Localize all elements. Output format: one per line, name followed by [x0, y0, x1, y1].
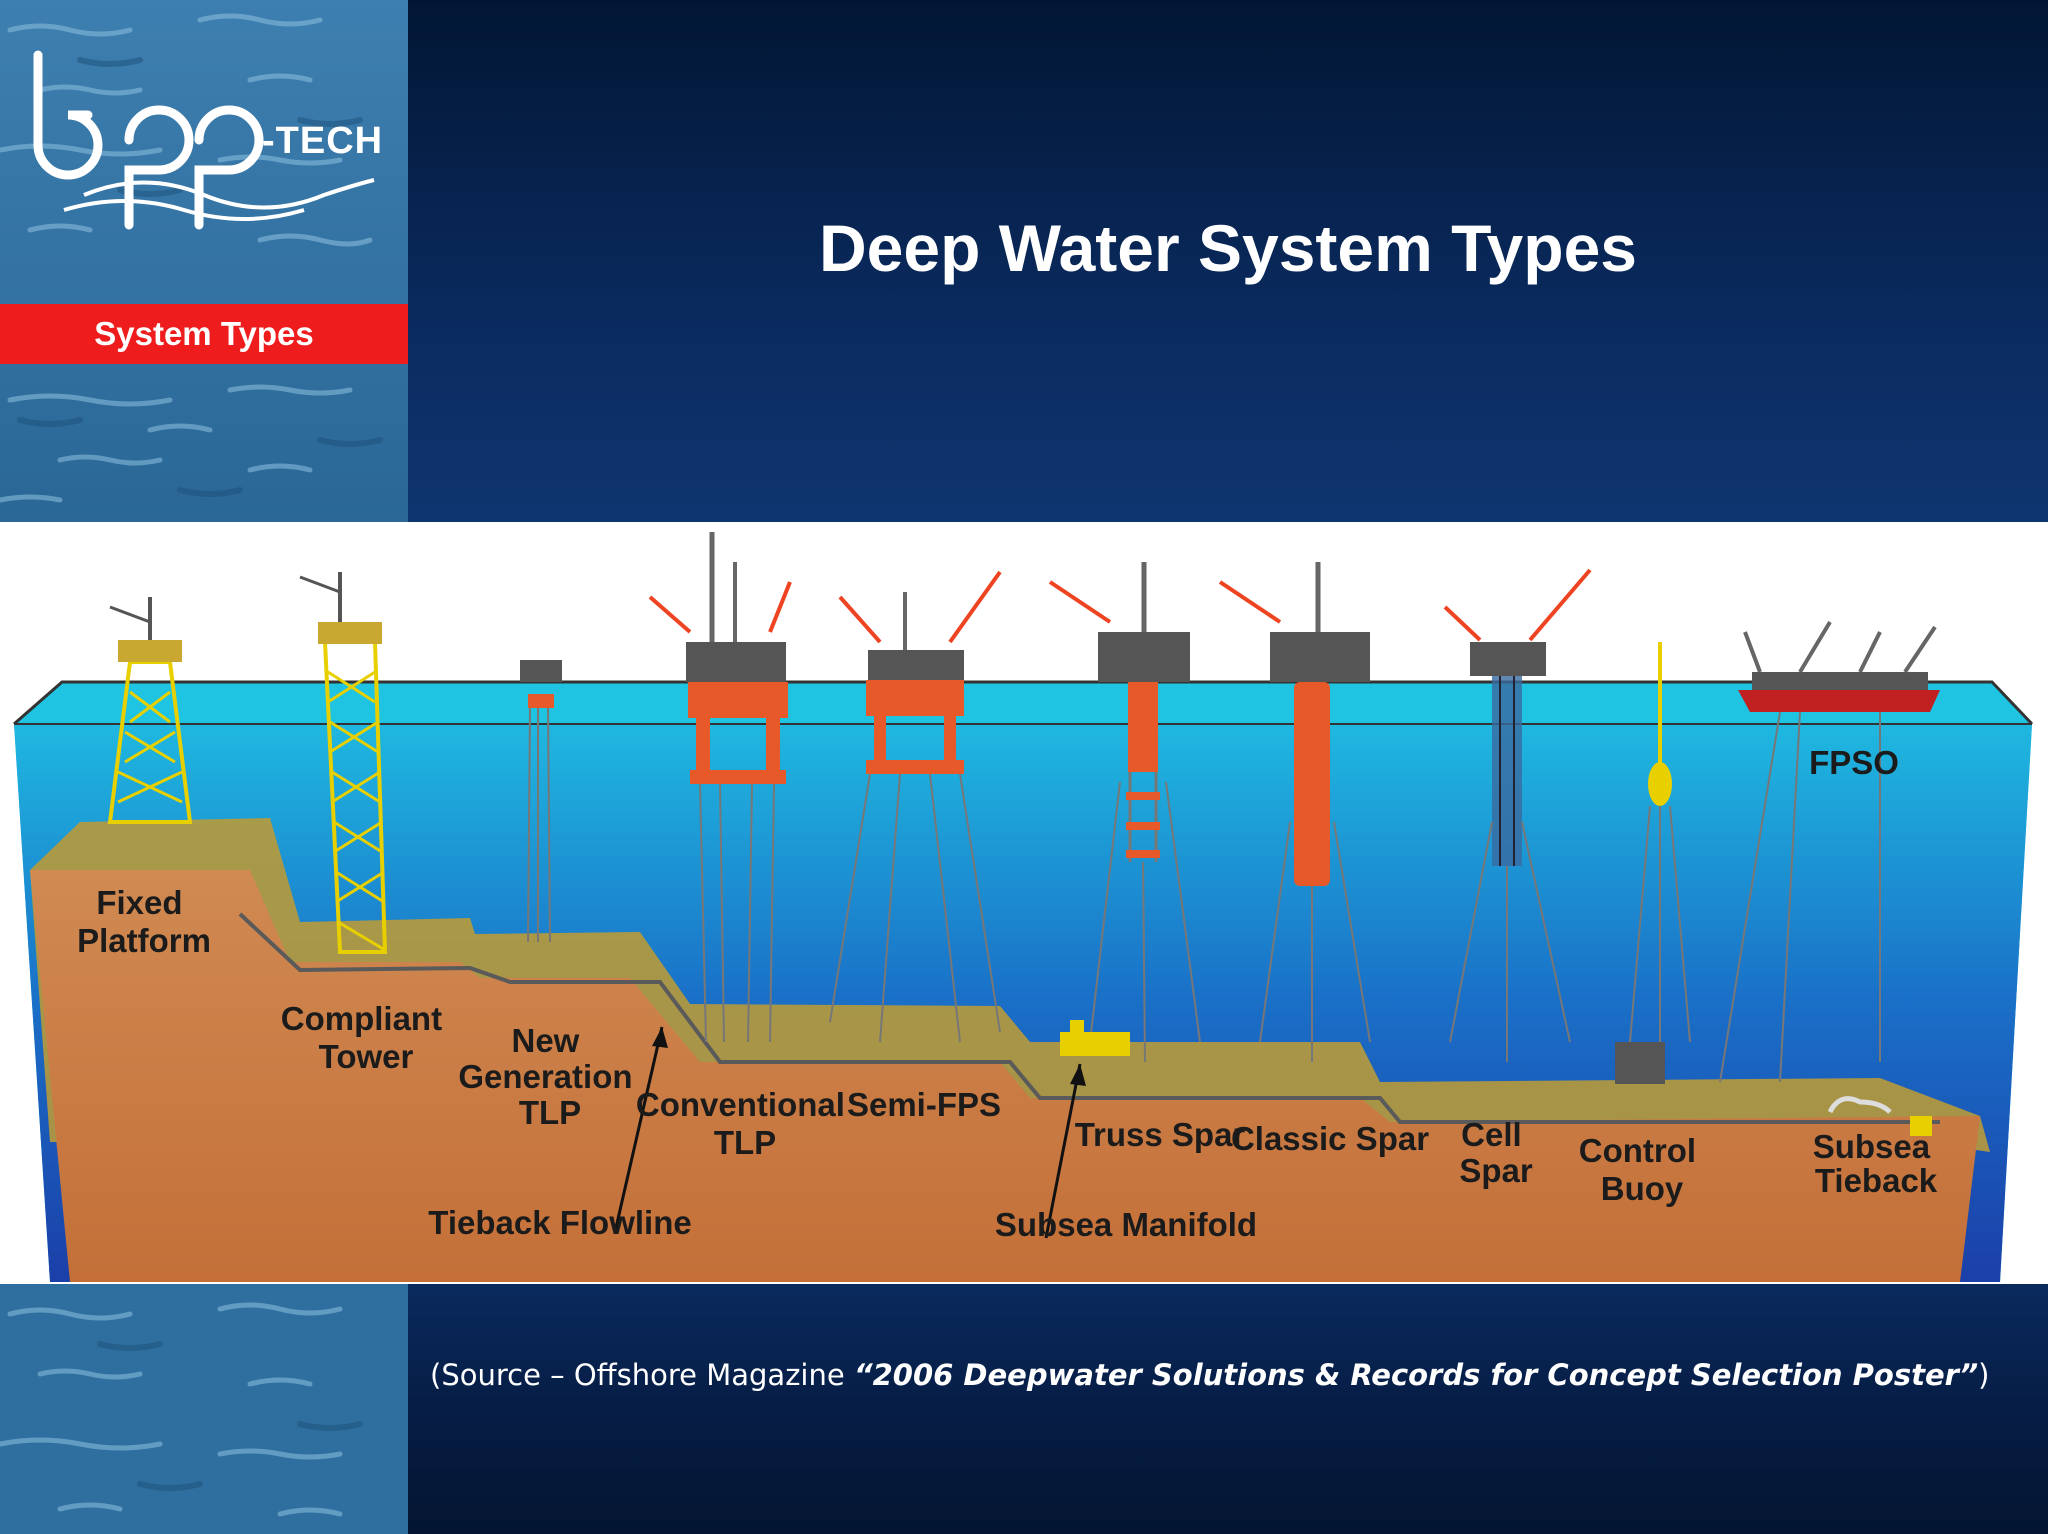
- label-control-buoy: Control Buoy: [1579, 1132, 1705, 1207]
- label-tieback-flowline: Tieback Flowline: [428, 1204, 691, 1241]
- tieback-flowline-pipe: [238, 912, 1940, 1124]
- source-suffix: ): [1978, 1358, 1990, 1392]
- label-semi-fps: Semi-FPS: [847, 1086, 1001, 1123]
- label-fpso: FPSO: [1809, 744, 1899, 781]
- compliant-tower-structure: [299, 572, 388, 954]
- subsea-tieback-equipment: [1827, 1096, 1932, 1136]
- new-generation-tlp-structure: [520, 660, 562, 943]
- source-citation: (Source – Offshore Magazine “2006 Deepwa…: [430, 1358, 1989, 1392]
- header-panel: [408, 0, 2048, 522]
- ocean-texture-top: [0, 0, 408, 522]
- semi-fps-structure: [829, 570, 1002, 1043]
- classic-spar-structure: [1218, 562, 1371, 1062]
- fixed-platform-structure: [107, 597, 193, 824]
- source-title: “2006 Deepwater Solutions & Records for …: [853, 1358, 1979, 1392]
- page-title: Deep Water System Types: [819, 211, 1637, 285]
- source-prefix: (Source – Offshore Magazine: [430, 1358, 854, 1392]
- tieback-flowline-arrow: [613, 1026, 664, 1233]
- label-fixed-platform: Fixed Platform: [77, 884, 211, 959]
- ocean-texture-bottom: [0, 1284, 408, 1534]
- fpso-vessel: [1719, 620, 1940, 1083]
- label-compliant-tower: Compliant Tower: [281, 1000, 452, 1075]
- deep-water-systems-diagram: Fixed Platform Compliant Tower New Gener…: [0, 522, 2048, 1284]
- label-subsea-manifold: Subsea Manifold: [995, 1206, 1257, 1243]
- label-classic-spar: Classic Spar: [1231, 1120, 1429, 1157]
- section-tab-system-types[interactable]: System Types: [0, 304, 408, 364]
- control-buoy-structure: [1615, 642, 1691, 1084]
- label-truss-spar: Truss Spar: [1075, 1116, 1246, 1153]
- label-conventional-tlp: Conventional TLP: [636, 1086, 854, 1161]
- conventional-tlp-structure: [648, 532, 792, 1043]
- seabed-cross-section: [30, 870, 1980, 1282]
- cell-spar-structure: [1443, 568, 1592, 1062]
- label-subsea-tieback: Subsea Tieback: [1813, 1128, 1940, 1199]
- bpp-tech-logo: [33, 50, 375, 230]
- subsea-manifold-equipment: [1060, 1020, 1130, 1056]
- truss-spar-structure: [1048, 562, 1201, 1063]
- logo-wordmark: -TECH: [262, 120, 384, 162]
- label-cell-spar: Cell Spar: [1459, 1116, 1533, 1189]
- label-new-generation-tlp: New Generation TLP: [458, 1022, 641, 1131]
- subsea-manifold-arrow: [1044, 1063, 1082, 1239]
- footer-panel: [408, 1284, 2048, 1534]
